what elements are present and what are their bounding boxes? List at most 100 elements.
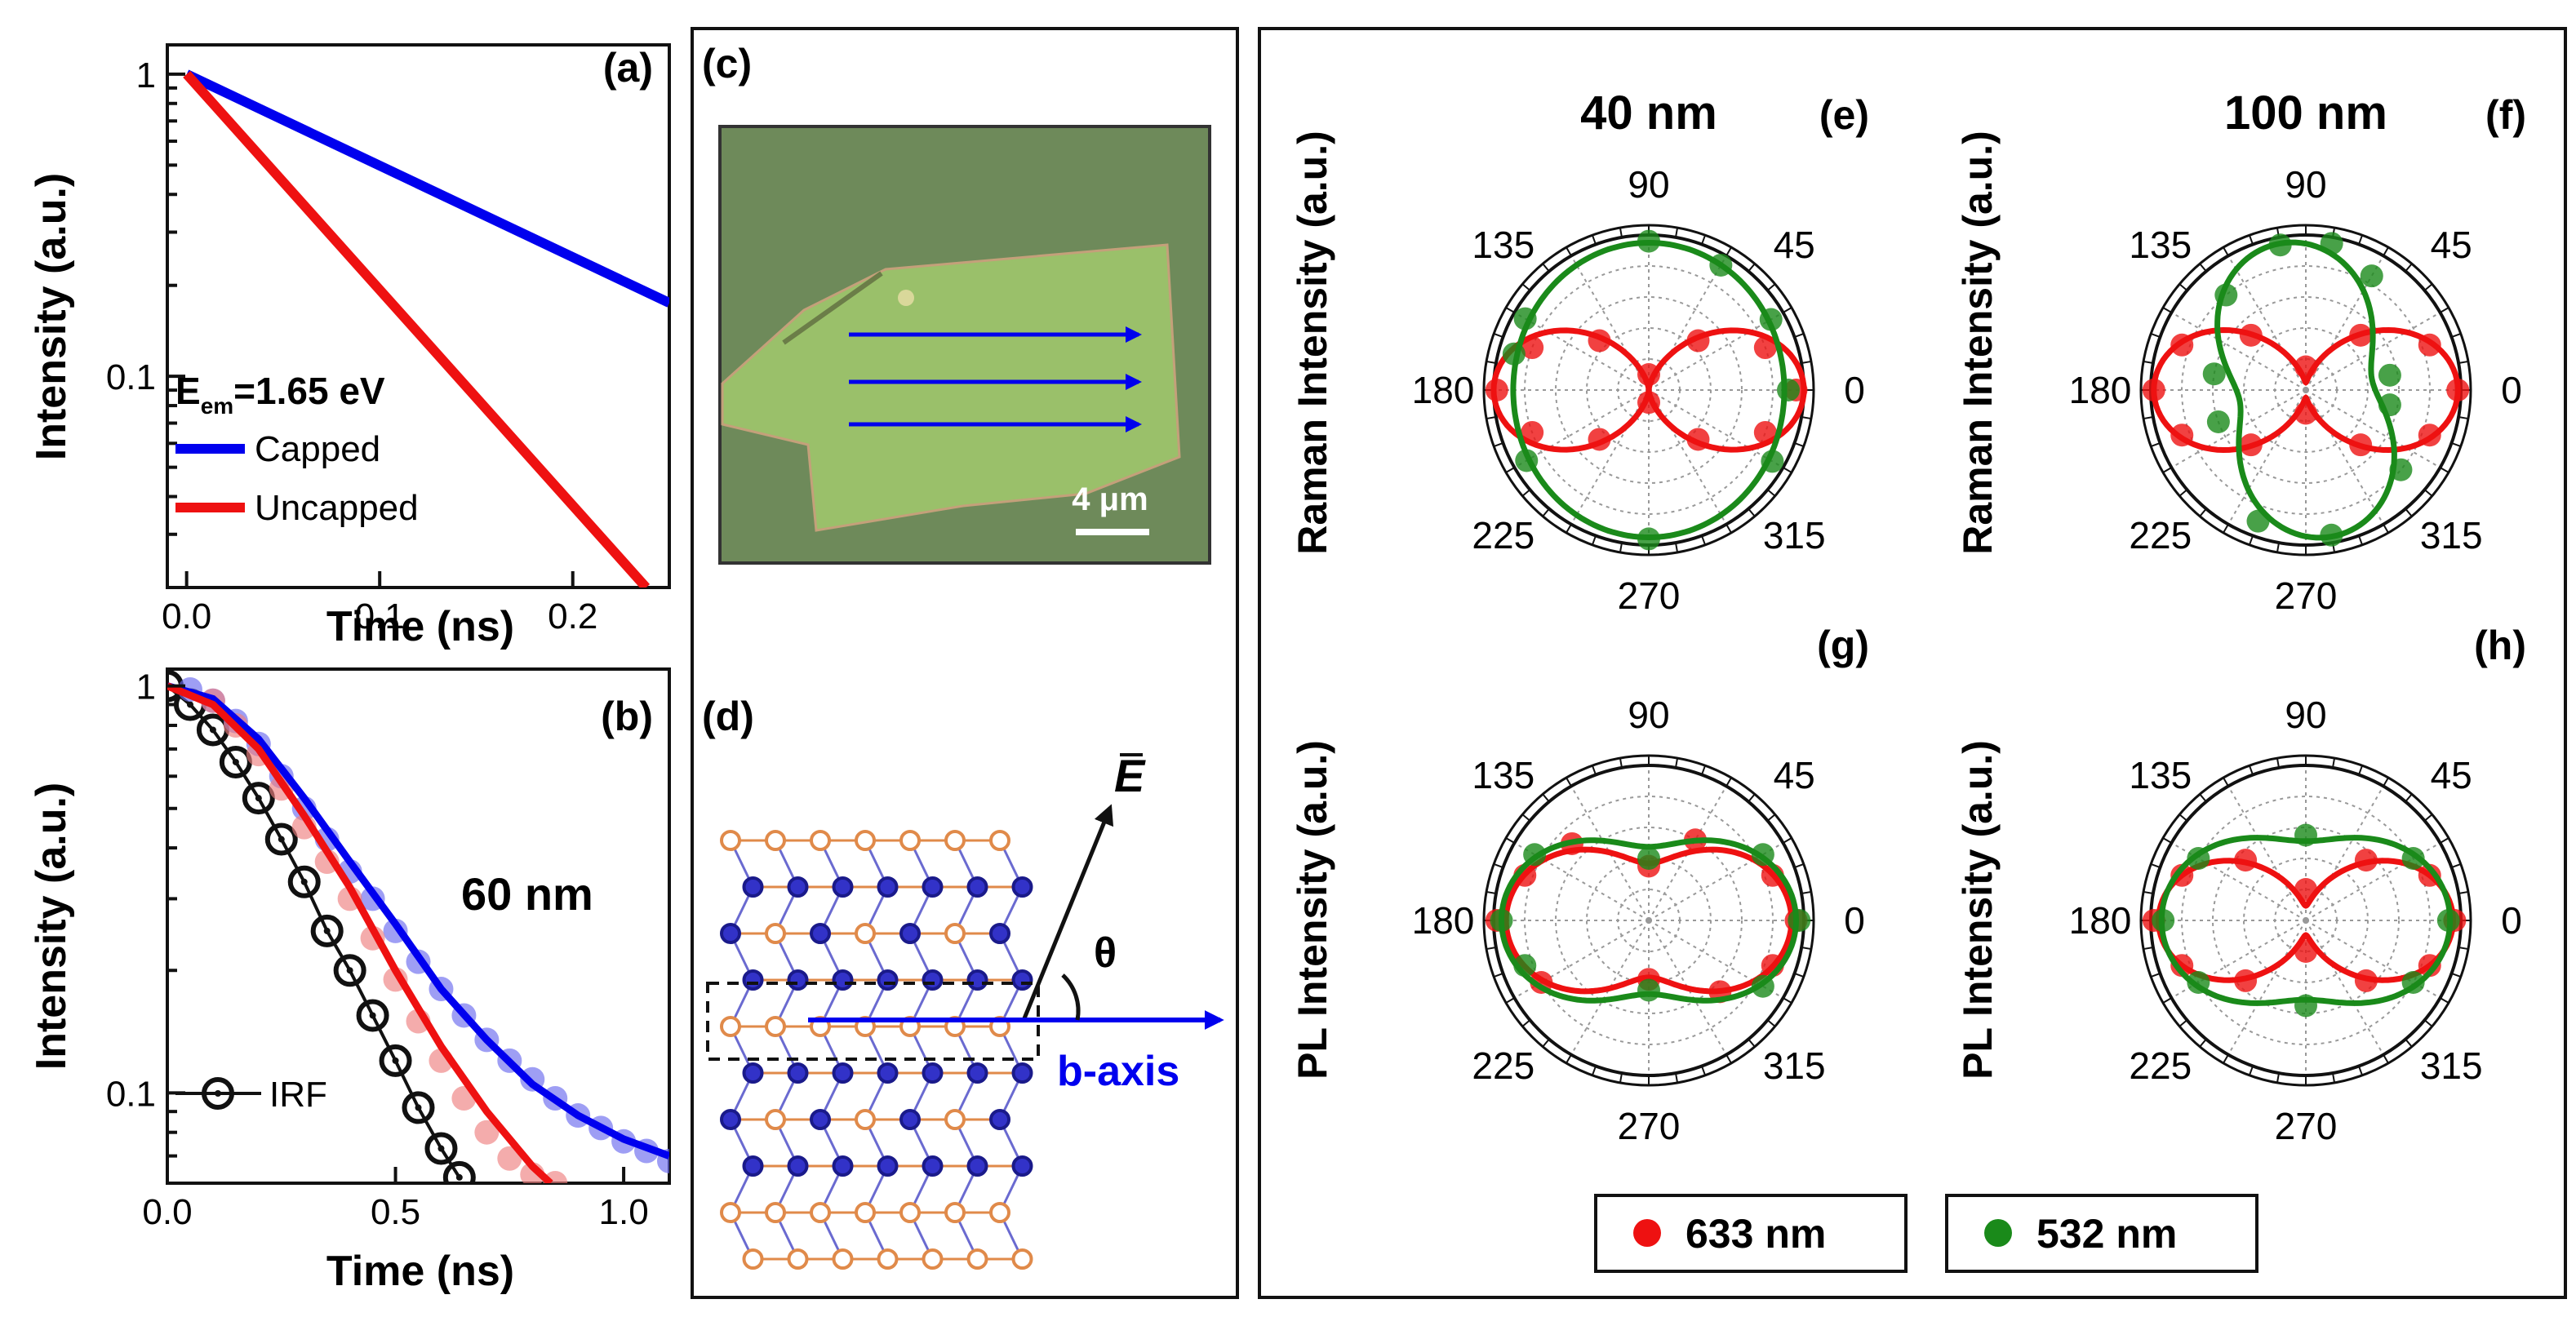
lattice-atom-a — [989, 830, 1010, 851]
polar-data-point — [2320, 523, 2343, 547]
polar-tick — [1725, 524, 1732, 534]
series-line-b-3 — [167, 682, 669, 1160]
data-point-b-2 — [474, 1120, 500, 1145]
polar-tick — [1591, 234, 1597, 245]
y-axis-label-pl-1: PL Intensity (a.u.) — [1290, 740, 1335, 1080]
x-tick-label-a: 0.0 — [162, 596, 211, 636]
lattice-atom-b — [877, 1062, 899, 1084]
legend-a: Capped Uncapped — [175, 429, 419, 528]
lattice-atom-b — [1011, 1155, 1033, 1177]
polar-tick — [2223, 246, 2229, 256]
irf-point-center — [323, 927, 331, 934]
polar-data-point — [2170, 333, 2194, 357]
polar-tick — [1801, 947, 1812, 951]
polar-tick — [2358, 1066, 2364, 1076]
polar-tick — [1566, 524, 1572, 534]
polar-angle-label: 180 — [2069, 899, 2132, 942]
polar-data-point — [1588, 428, 1611, 451]
polar-tick — [1566, 246, 1572, 256]
polar-angle-label: 225 — [1472, 1044, 1534, 1087]
polar-data-point — [1709, 253, 1733, 277]
polar-angle-label: 90 — [2285, 694, 2326, 736]
polar-tick — [1619, 227, 1623, 238]
polar-tick — [2458, 890, 2469, 894]
series-line-a-1 — [183, 70, 651, 588]
polar-data-point — [2389, 458, 2413, 481]
irf-point-center — [209, 726, 216, 734]
lattice-atom-b — [899, 923, 921, 944]
polar-tick — [1619, 1072, 1623, 1084]
polar-data-point — [2436, 909, 2460, 932]
irf-point-center — [455, 1173, 463, 1181]
polar-data-point — [2349, 323, 2373, 347]
x-tick-label-a: 0.2 — [548, 596, 597, 636]
irf-point-center — [346, 967, 353, 974]
lattice-atom-a — [810, 1202, 831, 1223]
lattice-atom-b — [966, 1155, 988, 1177]
polar-tick — [1505, 997, 1515, 1004]
lattice-atom-a — [944, 923, 966, 944]
polar-data-point — [1686, 329, 1710, 353]
polar-angle-label: 180 — [1412, 899, 1475, 942]
polar-tick — [1725, 246, 1732, 256]
polar-angle-label: 0 — [2501, 369, 2522, 411]
polar-data-point — [1788, 909, 1811, 932]
x-axis-label-b: Time (ns) — [326, 1248, 514, 1295]
polar-data-point — [2239, 433, 2263, 457]
polar-tick — [2248, 234, 2254, 245]
y-axis-label-b: Intensity (a.u.) — [28, 783, 75, 1070]
lattice-atom-b — [966, 969, 988, 991]
lattice-atom-b — [720, 923, 741, 944]
polar-grid-circle — [1524, 796, 1774, 1045]
polar-angle-label: 315 — [2420, 514, 2483, 557]
polar-data-point — [2142, 379, 2165, 401]
legend-marker-red — [1633, 1219, 1661, 1247]
polar-angle-label: 270 — [2275, 574, 2338, 617]
polar-angle-label: 135 — [1472, 224, 1534, 266]
polar-data-point — [2214, 283, 2238, 307]
lattice-atom-b — [787, 1062, 809, 1084]
polar-angle-label: 0 — [1844, 369, 1865, 411]
polar-angle-label: 0 — [2501, 899, 2522, 942]
polar-tick — [1619, 757, 1623, 769]
polar-fit-1 — [2214, 239, 2397, 541]
polar-data-point — [2170, 863, 2194, 887]
lattice-atom-b — [989, 923, 1010, 944]
polar-data-point — [1502, 342, 1526, 366]
energy-annotation: Eem=1.65 eV — [175, 370, 385, 419]
x-axis-label-a: Time (ns) — [326, 603, 514, 650]
polar-tick — [2143, 416, 2154, 420]
polar-data-point — [2401, 847, 2425, 870]
irf-point — [264, 823, 298, 856]
panel-label-h: (h) — [2474, 623, 2526, 668]
irf-point-center — [300, 878, 308, 885]
series-line-b-4 — [167, 682, 553, 1183]
polar-tick — [1486, 360, 1497, 364]
polar-tick — [1486, 416, 1497, 420]
polar-data-point — [2360, 264, 2383, 288]
panel-d: (d) E θ b-axis — [702, 694, 1224, 1270]
polar-data-point — [1513, 307, 1537, 330]
polar-grid-spoke — [2305, 389, 2384, 525]
polar-angle-label: 180 — [1412, 369, 1475, 411]
lattice-atom-a — [855, 830, 876, 851]
polar-tick — [2405, 263, 2413, 273]
polar-angle-label: 135 — [1472, 754, 1534, 796]
polar-tick — [2276, 757, 2280, 769]
polar-tick — [1542, 1038, 1550, 1048]
polar-tick — [1794, 862, 1805, 868]
polar-data-point — [2170, 954, 2194, 978]
polar-grid-circle — [2212, 827, 2400, 1014]
polar-data-point — [2354, 849, 2378, 872]
polar-data-point — [1521, 420, 1544, 444]
polar-tick — [2248, 765, 2254, 775]
polar-grid-circle — [2181, 796, 2431, 1045]
lattice-atom-a — [855, 1109, 876, 1130]
irf-point — [424, 1132, 458, 1165]
panel-label-g: (g) — [1817, 623, 1869, 668]
irf-point-center — [437, 1145, 445, 1152]
polar-tick — [1619, 542, 1623, 553]
polar-tick — [2162, 837, 2172, 844]
polar-data-point — [2294, 823, 2317, 847]
